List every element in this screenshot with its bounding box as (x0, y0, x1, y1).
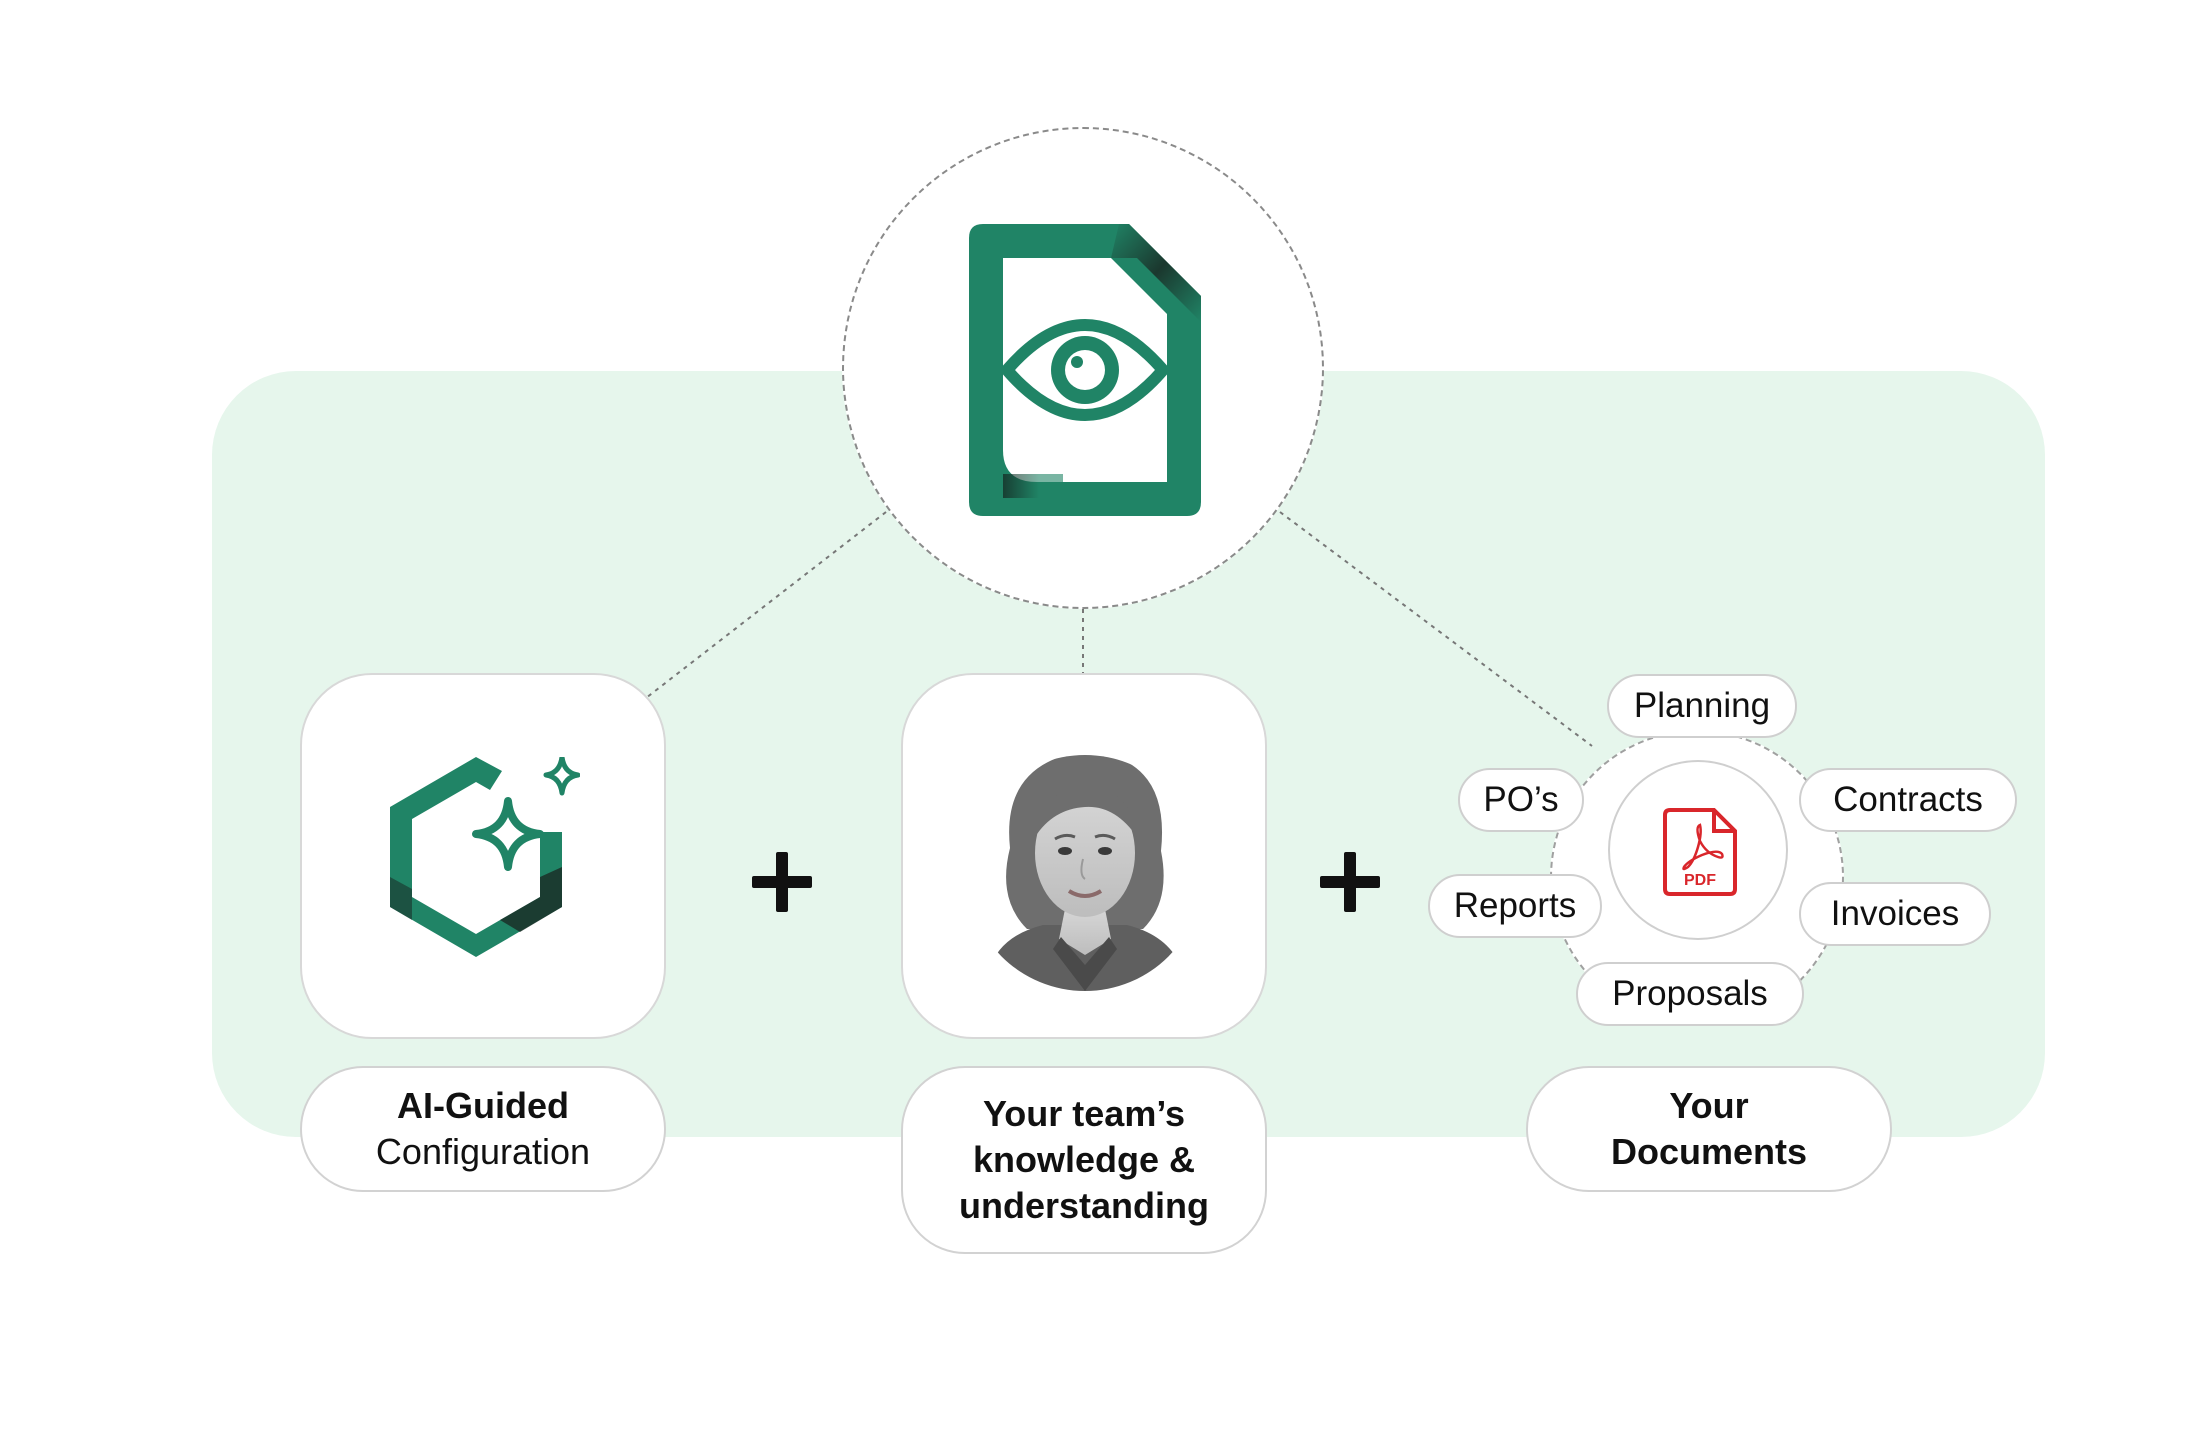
doc-type-proposals: Proposals (1576, 962, 1804, 1026)
connector-right (1279, 511, 1593, 747)
documents-label: Your Documents (1526, 1066, 1892, 1192)
label-line: understanding (959, 1185, 1209, 1226)
doc-type-invoices: Invoices (1799, 882, 1991, 946)
label-line: Your team’s (982, 1093, 1186, 1134)
hub-circle (842, 127, 1324, 609)
team-card (901, 673, 1267, 1039)
document-eye-icon (969, 224, 1201, 516)
pdf-icon: PDF (1663, 808, 1737, 896)
ai-guided-card (300, 673, 666, 1039)
label-line: knowledge & (972, 1139, 1196, 1180)
doc-type-pos: PO’s (1458, 768, 1584, 832)
pdf-text: PDF (1684, 872, 1716, 889)
label-line: Your (1669, 1085, 1749, 1126)
ai-hexagon-sparkle-icon (390, 757, 580, 957)
pdf-circle: PDF (1608, 760, 1788, 940)
doc-type-contracts: Contracts (1799, 768, 2017, 832)
plus-icon (1320, 852, 1380, 912)
plus-icon (752, 852, 812, 912)
connector-left (645, 511, 887, 699)
label-subtitle: Configuration (375, 1131, 591, 1172)
team-label: Your team’s knowledge & understanding (901, 1066, 1267, 1254)
label-title: AI-Guided (397, 1085, 569, 1126)
label-line: Documents (1610, 1131, 1808, 1172)
doc-type-planning: Planning (1607, 674, 1797, 738)
person-portrait (967, 755, 1203, 991)
ai-guided-label: AI-Guided Configuration (300, 1066, 666, 1192)
doc-type-reports: Reports (1428, 874, 1602, 938)
